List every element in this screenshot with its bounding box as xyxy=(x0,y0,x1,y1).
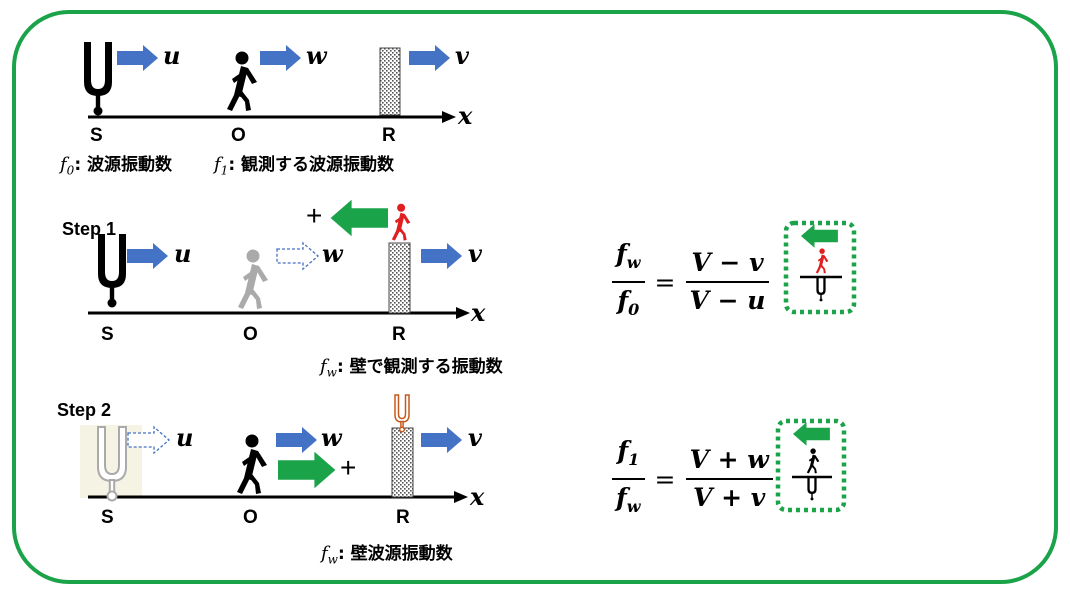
velocity-label-v: v xyxy=(468,423,482,452)
label-source: S xyxy=(90,125,103,146)
velocity-label-w: w xyxy=(322,239,343,268)
velocity-label-w: w xyxy=(321,423,342,452)
label-reflector: R xyxy=(382,125,396,146)
velocity-label-v: v xyxy=(468,239,482,268)
step1-plus-sign: + xyxy=(306,200,323,231)
fraction-rhs: V − v V − u xyxy=(685,245,770,319)
x-axis-arrowhead xyxy=(442,111,456,123)
walking-person-icon xyxy=(238,249,268,309)
x-axis-arrowhead xyxy=(456,307,470,319)
velocity-arrow-reflector xyxy=(421,427,462,453)
dashed-box xyxy=(783,220,857,315)
top-section xyxy=(84,42,456,123)
velocity-label-w: w xyxy=(306,41,327,70)
axis-label-x: x xyxy=(470,482,485,511)
walking-person-icon xyxy=(227,51,257,111)
wall-icon xyxy=(388,242,411,314)
green-arrow-left xyxy=(801,224,838,248)
mini-diagram-2 xyxy=(775,418,847,513)
tuning-fork-icon xyxy=(807,476,817,501)
step2-title: Step 2 xyxy=(57,400,112,420)
velocity-arrow-reflector xyxy=(409,45,450,71)
green-arrow-left xyxy=(330,199,388,237)
velocity-arrow-source xyxy=(117,45,158,71)
velocity-arrow-observer-ghost xyxy=(276,242,319,270)
label-source: S xyxy=(101,324,114,345)
fraction-rhs: V + w V + v xyxy=(685,442,773,516)
label-observer: O xyxy=(243,324,258,345)
formula-step1: fw f0 = V − v V − u xyxy=(612,236,770,328)
fraction-denominator: V + v xyxy=(693,483,766,512)
axis-label-x: x xyxy=(471,298,486,327)
label-reflector: R xyxy=(396,507,410,528)
equals-sign: = xyxy=(654,267,676,297)
walking-person-icon xyxy=(391,203,411,241)
fraction-denominator: V − u xyxy=(689,286,766,315)
tuning-fork-icon xyxy=(84,42,112,116)
fraction-numerator: V + w xyxy=(689,445,769,474)
fraction-denominator: fw xyxy=(616,483,641,516)
fraction-bar xyxy=(685,478,773,480)
tuning-fork-icon xyxy=(816,277,826,302)
desc-observed-frequency: f1: 観測する波源振動数 xyxy=(214,154,395,178)
velocity-arrow-observer xyxy=(260,45,301,71)
walking-person-icon xyxy=(815,248,829,274)
formula-step2: f1 fw = V + w V + v xyxy=(612,433,773,525)
walking-person-icon xyxy=(237,434,267,494)
fraction-numerator: f1 xyxy=(617,436,640,469)
fraction-lhs: f1 fw xyxy=(612,433,645,525)
step1-title: Step 1 xyxy=(62,219,117,239)
fraction-denominator: f0 xyxy=(617,286,640,319)
desc-wall-source-frequency: fw: 壁波源振動数 xyxy=(321,543,453,567)
green-arrow-right xyxy=(278,451,336,489)
wall-icon xyxy=(391,427,414,498)
label-source: S xyxy=(101,507,114,528)
fraction-bar xyxy=(685,281,770,283)
desc-source-frequency: f0: 波源振動数 xyxy=(60,154,173,178)
step1-section xyxy=(88,199,470,319)
velocity-arrow-reflector xyxy=(421,243,462,269)
x-axis-arrowhead xyxy=(454,491,468,503)
fraction-numerator: fw xyxy=(616,239,641,272)
velocity-label-u: u xyxy=(174,239,192,268)
velocity-arrow-observer xyxy=(276,427,317,453)
axis-label-x: x xyxy=(458,101,473,130)
velocity-label-u: u xyxy=(163,41,181,70)
velocity-label-u: u xyxy=(176,423,194,452)
wall-icon xyxy=(379,47,401,116)
equals-sign: = xyxy=(654,464,676,494)
label-observer: O xyxy=(231,125,246,146)
walking-person-icon xyxy=(806,448,820,474)
fraction-numerator: V − v xyxy=(691,248,764,277)
tuning-fork-icon xyxy=(394,394,410,433)
dashed-box xyxy=(775,418,847,513)
fraction-bar xyxy=(612,281,645,283)
mini-diagram-1 xyxy=(783,220,857,315)
green-arrow-left xyxy=(793,422,830,446)
step2-section xyxy=(80,394,468,503)
fraction-bar xyxy=(612,478,645,480)
desc-wall-observed-frequency: fw: 壁で観測する振動数 xyxy=(320,356,503,380)
label-reflector: R xyxy=(392,324,406,345)
outer-frame xyxy=(12,10,1058,584)
fraction-lhs: fw f0 xyxy=(612,236,645,328)
step2-plus-sign: + xyxy=(340,452,357,483)
label-observer: O xyxy=(243,507,258,528)
tuning-fork-icon xyxy=(98,234,126,308)
velocity-label-v: v xyxy=(455,41,469,70)
velocity-arrow-source xyxy=(127,243,168,269)
